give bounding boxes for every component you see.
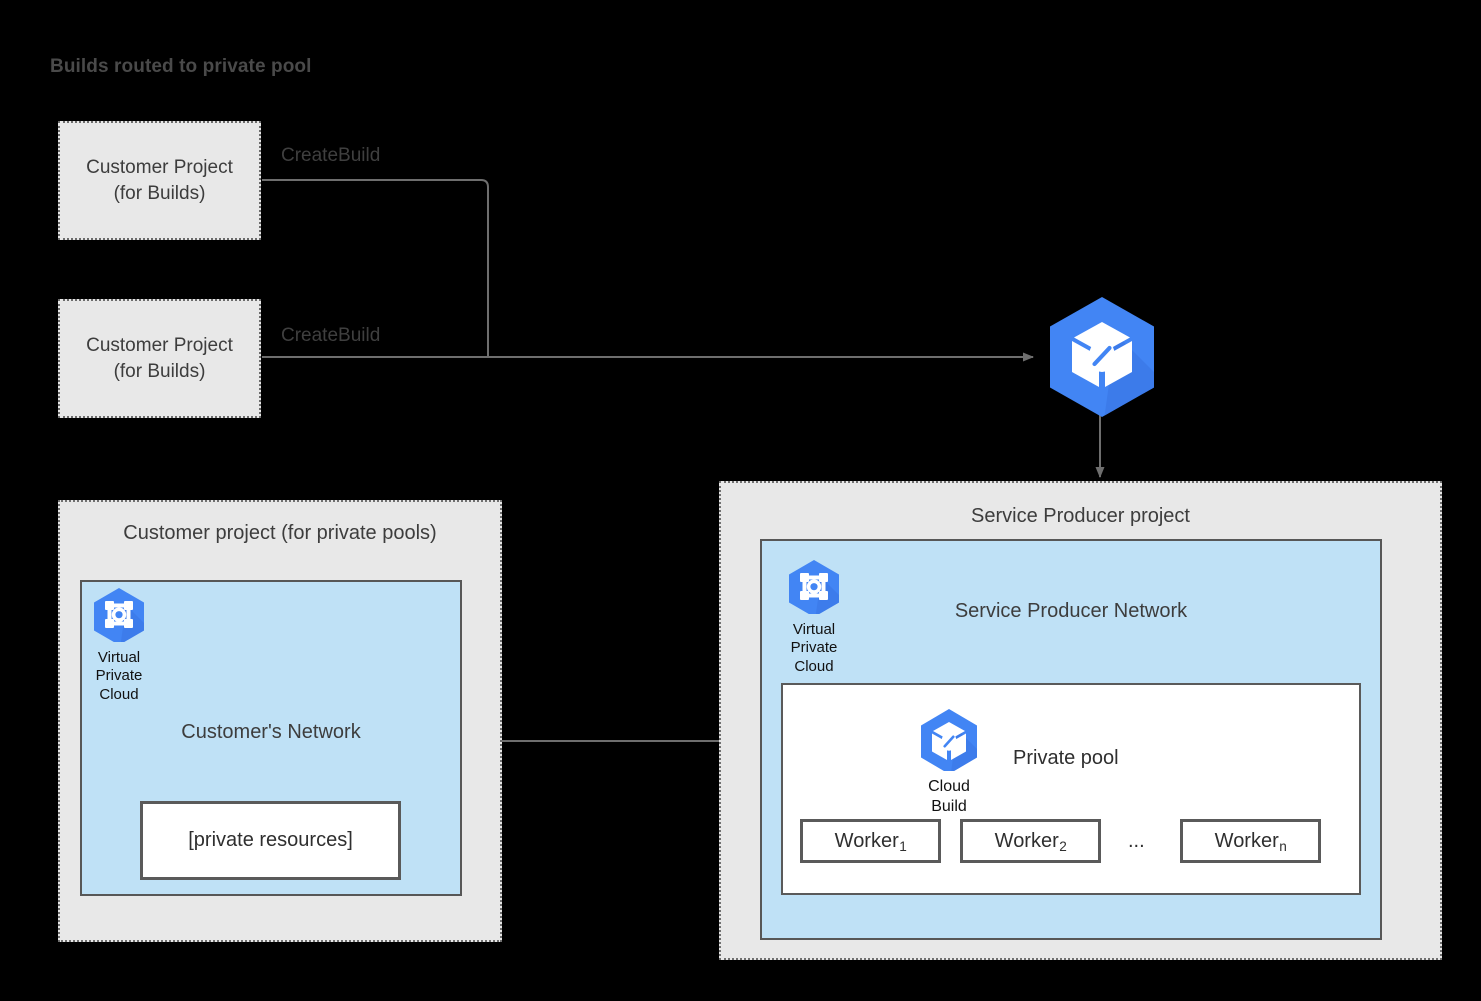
createbuild-label-2: CreateBuild <box>281 325 381 346</box>
customer-build-project-2-line1: Customer Project <box>86 334 233 356</box>
cloud-build-service-icon[interactable] <box>1042 294 1162 420</box>
customer-vpc-caption-line3: Cloud <box>99 685 139 703</box>
cloud-build-icon <box>921 709 977 774</box>
virtual-private-cloud-icon <box>94 588 144 645</box>
private-resources-box[interactable]: [private resources] <box>140 801 401 880</box>
worker-box-n[interactable]: Workern <box>1180 819 1321 863</box>
workers-ellipsis: ... <box>1128 830 1145 852</box>
worker-1-label: Worker1 <box>834 829 907 854</box>
cloud-build-caption-line2: Build <box>931 797 967 815</box>
worker-n-label: Workern <box>1214 829 1287 854</box>
service-producer-vpc-caption-line3: Cloud <box>794 657 834 675</box>
private-pool-cloud-build-icon-group: Cloud Build <box>911 707 987 817</box>
service-producer-network-title: Service Producer Network <box>954 600 1188 622</box>
worker-2-label: Worker2 <box>994 829 1067 854</box>
cloud-build-caption-line1: Cloud <box>928 778 970 795</box>
service-producer-vpc-caption-line2: Private <box>790 639 838 657</box>
customer-build-project-1-line2: (for Builds) <box>113 182 206 204</box>
customer-project-title: Customer project (for private pools) <box>123 522 437 544</box>
private-resources-label: [private resources] <box>188 829 353 851</box>
customer-vpc-caption: Virtual Private Cloud <box>82 649 156 704</box>
customer-build-project-2-line2: (for Builds) <box>113 360 206 382</box>
service-producer-vpc-icon-group: Virtual Private Cloud <box>777 558 851 676</box>
virtual-private-cloud-icon <box>789 560 839 617</box>
page-title: Builds routed to private pool <box>50 56 312 77</box>
customers-network-title: Customer's Network <box>181 721 361 743</box>
customer-build-project-1-line1: Customer Project <box>86 156 233 178</box>
customer-vpc-icon-group: Virtual Private Cloud <box>82 586 156 704</box>
createbuild-label-1: CreateBuild <box>281 145 381 166</box>
customer-build-project-1[interactable]: Customer Project (for Builds) <box>58 121 261 240</box>
customer-build-project-2[interactable]: Customer Project (for Builds) <box>58 299 261 418</box>
private-pool-box: Private pool <box>781 683 1361 895</box>
worker-box-2[interactable]: Worker2 <box>960 819 1101 863</box>
service-producer-vpc-caption: Virtual Private Cloud <box>777 621 851 676</box>
service-producer-project-title: Service Producer project <box>971 505 1190 527</box>
customer-vpc-caption-line1: Virtual <box>97 649 141 666</box>
service-producer-vpc-caption-line1: Virtual <box>792 621 836 638</box>
worker-box-1[interactable]: Worker1 <box>800 819 941 863</box>
private-pool-cloud-build-caption: Cloud Build <box>911 777 987 817</box>
cloud-build-icon <box>1050 297 1154 417</box>
customer-vpc-caption-line2: Private <box>95 667 143 685</box>
private-pool-title: Private pool <box>1013 747 1119 769</box>
